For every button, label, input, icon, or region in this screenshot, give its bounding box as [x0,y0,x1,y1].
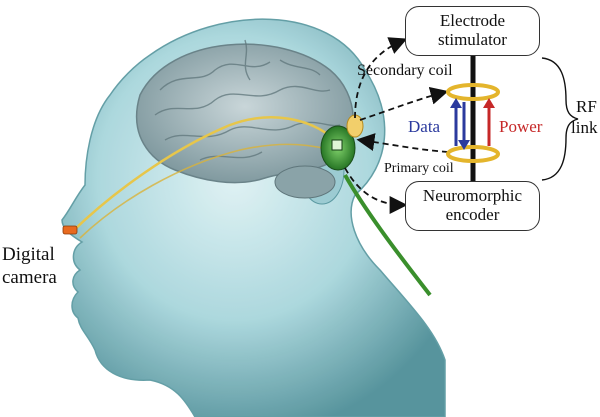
rf-link-label-line1: RF [576,97,597,116]
camera-wire-2 [79,143,339,239]
rf-link-brace [541,57,579,181]
chip-icon [331,139,343,151]
primary-coil-icon [446,145,500,163]
power-label: Power [499,117,543,136]
primary-coil-label: Primary coil [384,161,454,176]
secondary-coil-icon [446,83,500,101]
stimulator-label-line2: stimulator [438,30,507,49]
camera-label-line2: camera [2,267,57,288]
data-label: Data [408,117,441,136]
camera-icon [62,225,78,235]
coil-on-head-icon [346,114,364,138]
encoder-label-line2: encoder [445,205,500,224]
neuromorphic-encoder-box: Neuromorphic encoder [405,181,540,231]
camera-wire [71,116,336,233]
cerebellum [274,165,336,199]
to-secondary-coil-arrow [359,87,449,121]
encoder-label-line1: Neuromorphic [422,186,523,206]
camera-label-line1: Digital [2,244,55,265]
to-stimulator-arrow [354,37,408,119]
power-arrowhead [483,98,495,108]
secondary-coil-label: Secondary coil [357,62,453,79]
rf-link-label-line2: link [571,118,598,137]
to-primary-coil-arrow [356,133,449,153]
stimulator-label-line1: Electrode [439,11,506,31]
data-up-arrowhead [450,98,462,108]
brain-folds [154,39,341,161]
neck-cable [343,174,432,297]
electrode-stimulator-box: Electrode stimulator [405,6,540,56]
data-down-arrowhead [458,140,470,150]
brain [135,43,354,184]
